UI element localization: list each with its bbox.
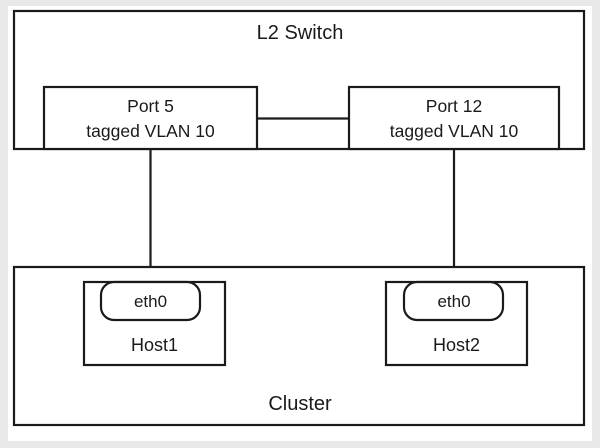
host2-eth0-label: eth0: [437, 292, 470, 311]
l2-switch-label: L2 Switch: [257, 22, 344, 44]
host2-group: Host2 eth0: [384, 280, 529, 367]
host1-group: Host1 eth0: [82, 280, 227, 367]
host1-eth0-label: eth0: [134, 292, 167, 311]
port-12-group: Port 12 tagged VLAN 10: [347, 85, 561, 151]
host2-eth0-nic-box: [402, 280, 505, 322]
port-12-box: [347, 85, 561, 151]
port-5-group: Port 5 tagged VLAN 10: [42, 85, 259, 151]
port-12-label-line1: Port 12: [426, 96, 482, 116]
port-5-label-line1: Port 5: [127, 96, 174, 116]
host2-label: Host2: [433, 335, 480, 355]
diagram-canvas: L2 Switch Port 5 tagged VLAN 10 Port 12 …: [8, 6, 592, 441]
port-5-label-line2: tagged VLAN 10: [86, 121, 215, 141]
cluster-label: Cluster: [268, 393, 332, 415]
host1-label: Host1: [131, 335, 178, 355]
port-12-label-line2: tagged VLAN 10: [390, 121, 519, 141]
host1-eth0-nic-box: [99, 280, 202, 322]
network-diagram: L2 Switch Port 5 tagged VLAN 10 Port 12 …: [12, 9, 586, 427]
